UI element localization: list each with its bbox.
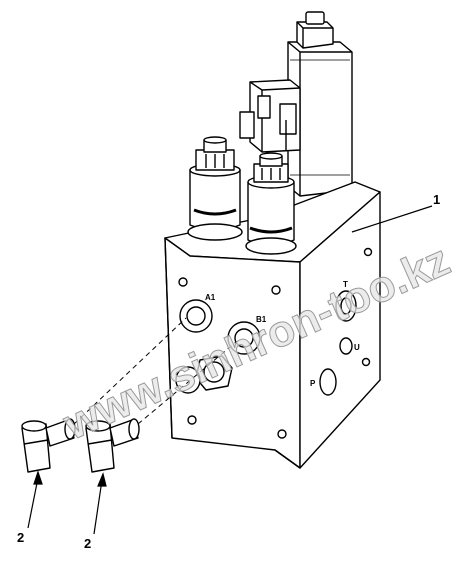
assembly-line xyxy=(137,341,237,425)
port-label-b1: B1 xyxy=(256,315,267,324)
bolt-hole xyxy=(361,357,371,367)
bolt-hole xyxy=(178,277,188,287)
elbow-fitting-right xyxy=(85,418,140,473)
port-t xyxy=(335,290,357,322)
plug-round xyxy=(175,366,201,394)
cartridge-valve-left xyxy=(187,136,243,241)
elbow-fitting-left xyxy=(21,418,76,473)
port-label-p: P xyxy=(310,379,316,388)
port-p xyxy=(319,368,337,396)
solenoid-coil xyxy=(287,11,353,197)
port-label-t: T xyxy=(343,280,348,289)
bolt-hole xyxy=(363,247,373,257)
port-u xyxy=(339,337,353,355)
callout-2-right: 2 xyxy=(84,536,92,551)
leader-line xyxy=(27,477,39,529)
assembly-line xyxy=(73,317,187,425)
bolt-hole xyxy=(271,285,281,295)
bolt-hole xyxy=(187,415,197,425)
port-label-u: U xyxy=(354,343,360,352)
callout-2-left: 2 xyxy=(17,530,25,545)
leader-line xyxy=(351,205,433,233)
electrical-connector xyxy=(239,79,301,153)
leader-line xyxy=(93,479,103,535)
plug-hex xyxy=(195,355,233,391)
port-b1 xyxy=(227,321,261,355)
cartridge-valve-right xyxy=(245,152,297,255)
arrow-head xyxy=(97,472,107,487)
arrow-head xyxy=(33,470,43,485)
port-a1 xyxy=(179,299,213,333)
callout-1: 1 xyxy=(433,192,441,207)
port-label-a1: A1 xyxy=(205,293,216,302)
bolt-hole xyxy=(277,429,287,439)
